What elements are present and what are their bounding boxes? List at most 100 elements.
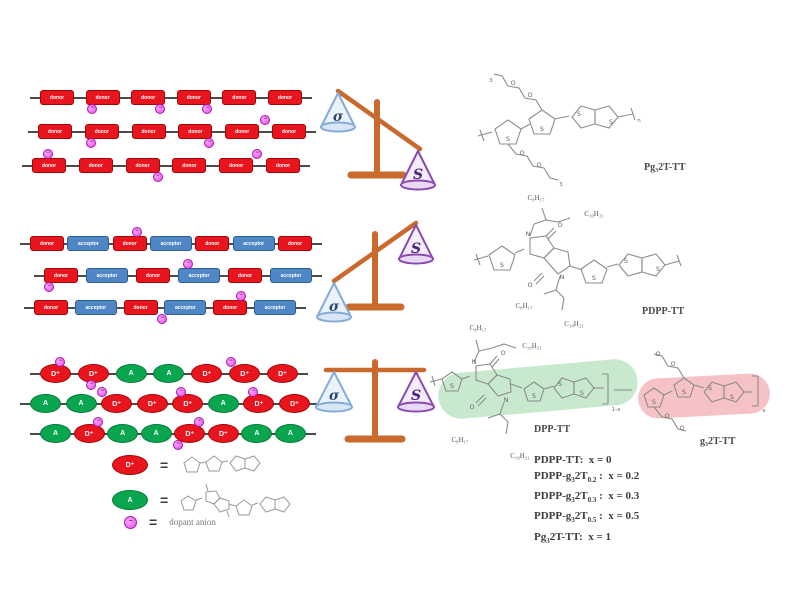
dopant-anion: − <box>183 259 194 269</box>
acceptor-block: acceptor <box>149 236 192 251</box>
legend-donor-structure <box>183 455 261 473</box>
dopant-anion: − <box>260 115 271 125</box>
legend-row-acceptor: A = <box>112 482 310 518</box>
acceptor-ellipse: A <box>107 424 139 443</box>
structure-copolymer: S N N O O S S S S S S S O O O O C₈H₁₇ C₁… <box>429 324 770 460</box>
fraction-sub-1-x: 1-x <box>612 407 621 413</box>
atom-O: O <box>519 149 524 157</box>
atom-S: S <box>652 398 656 406</box>
glycol-sub: 3 <box>559 182 563 188</box>
polymer-backbone <box>22 165 310 167</box>
legend-acceptor-letter: A <box>127 496 133 504</box>
acceptor-block: acceptor <box>74 300 117 315</box>
donor-cation-ellipse: D⁺ <box>229 364 261 383</box>
donor-block: donor <box>44 268 78 283</box>
alkyl-c10h21: C₁₀H₂₁ <box>584 210 604 218</box>
dopant-anion: − <box>157 314 168 324</box>
alkyl-c8h17: C₈H₁₇ <box>515 302 533 310</box>
pdpp-tt-label: PDPP-TT <box>642 306 685 317</box>
legend-donor-letter: D⁺ <box>125 462 135 469</box>
donor-block: donor <box>172 158 207 173</box>
sigma-label: σ <box>333 109 344 125</box>
donor-cation-ellipse: D⁺ <box>73 424 105 443</box>
dopant-anion: − <box>175 387 186 397</box>
atom-N: N <box>472 358 477 366</box>
atom-S: S <box>450 382 454 390</box>
atom-S: S <box>624 257 628 265</box>
structure-pdpp-tt: S N N O O S S S C₈H₁₇ C₁₀H₂₁ C₈H₁₇ C₁₀H₂… <box>473 194 685 328</box>
donor-cation-ellipse: D⁺ <box>191 364 223 383</box>
donor-block: donor <box>225 124 260 139</box>
acceptor-block: acceptor <box>67 236 110 251</box>
dopant-anion: − <box>86 380 97 390</box>
g2t-tt-label: g₃2T-TT <box>700 436 736 447</box>
legend-row-donor: D⁺ = <box>112 452 300 478</box>
balance-scale-1: σ S <box>320 88 436 191</box>
dpp-tt-label: DPP-TT <box>534 424 570 435</box>
seebeck-pan: S <box>400 150 436 191</box>
legend-donor-ellipse: D⁺ <box>112 455 148 475</box>
atom-S: S <box>540 125 544 133</box>
atom-S: S <box>730 393 734 401</box>
repeat-sub-n: n <box>637 118 641 124</box>
acceptor-ellipse: A <box>153 364 185 383</box>
dopant-anion: − <box>131 227 142 237</box>
alkyl-c8h17: C₈H₁₇ <box>451 436 469 444</box>
dopant-anion: − <box>194 417 205 427</box>
atom-N: N <box>504 396 509 404</box>
atom-S: S <box>592 274 596 282</box>
glycol-sub: 3 <box>489 78 493 84</box>
seebeck-label: S <box>413 167 423 183</box>
alkyl-c8h17: C₈H₁₇ <box>527 194 545 202</box>
seebeck-label: S <box>411 241 421 257</box>
atom-N: N <box>526 230 531 238</box>
acceptor-ellipse: A <box>241 424 273 443</box>
alkyl-c8h17: C₈H₁₇ <box>469 324 487 332</box>
sigma-label: σ <box>329 388 340 404</box>
legend-acceptor-structure <box>180 483 291 518</box>
dopant-anion: − <box>173 440 183 450</box>
dopant-anion: − <box>225 357 236 367</box>
donor-block: donor <box>277 236 312 251</box>
donor-block: donor <box>125 158 160 173</box>
pg32t-tt-label: Pg₃2T-TT <box>644 162 686 173</box>
donor-cation-ellipse: D⁺ <box>101 394 133 413</box>
seebeck-pan: S <box>398 224 434 265</box>
legend-equals: = <box>160 492 169 508</box>
donor-block: donor <box>176 90 211 105</box>
atom-O: O <box>527 91 532 99</box>
atom-S: S <box>708 384 712 392</box>
donor-block: donor <box>30 236 64 251</box>
dopant-anion: − <box>202 104 213 114</box>
donor-cation-ellipse: D⁺ <box>207 424 239 443</box>
donor-block: donor <box>123 300 158 315</box>
acceptor-ellipse: A <box>274 424 306 443</box>
polymer-backbone <box>20 403 320 405</box>
donor-cation-ellipse: D⁺ <box>266 364 298 383</box>
dopant-anion: − <box>251 149 262 159</box>
dopant-anion: − <box>55 357 66 367</box>
donor-cation-ellipse: D⁺ <box>174 424 206 443</box>
acceptor-block: acceptor <box>270 268 312 283</box>
dopant-anion: − <box>235 291 246 301</box>
atom-O: O <box>527 281 532 289</box>
donor-block: donor <box>40 90 74 105</box>
atom-O: O <box>655 350 660 358</box>
donor-block: donor <box>195 236 230 251</box>
acceptor-ellipse: A <box>207 394 239 413</box>
acceptor-ellipse: A <box>115 364 147 383</box>
dopant-anion: − <box>248 387 259 397</box>
atom-O: O <box>469 403 474 411</box>
polymer-list-line-4: PDPP-g32T0.5 : x = 0.5 <box>534 510 640 525</box>
g2t-tt-highlight <box>638 373 770 419</box>
donor-block: donor <box>112 236 147 251</box>
donor-block: donor <box>178 124 213 139</box>
atom-S: S <box>506 135 510 143</box>
